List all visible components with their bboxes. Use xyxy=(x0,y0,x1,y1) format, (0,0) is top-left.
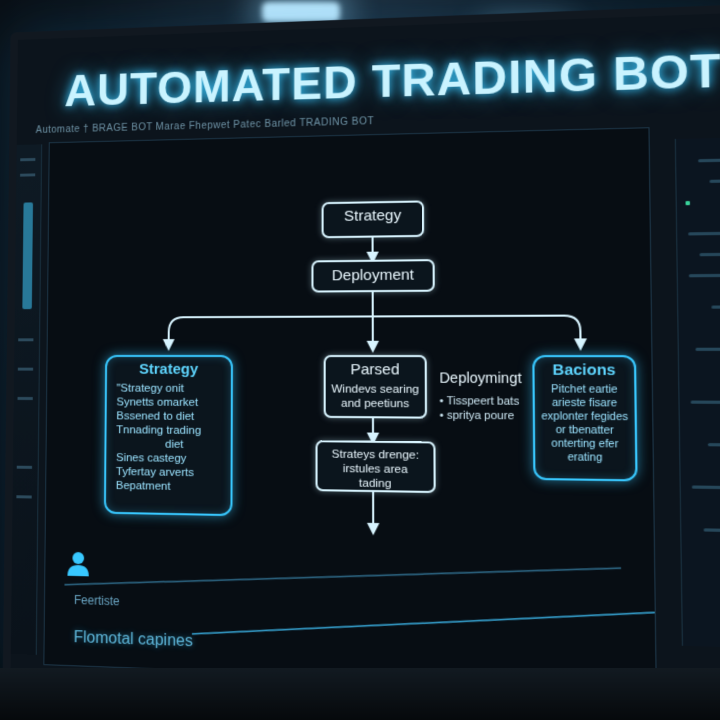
list-item: Pitchet eartie xyxy=(551,383,618,396)
actions-box[interactable]: Bacions Pitchet eartie arieste fisare ex… xyxy=(532,355,638,482)
connector-split-left xyxy=(169,316,373,345)
sidebar-tick xyxy=(17,367,34,371)
status-indicator xyxy=(685,201,690,206)
sidebar-scroll-indicator[interactable] xyxy=(22,202,34,310)
parsed-node-list: Windevs searing and peetiuns xyxy=(326,382,425,411)
menu-bar: Automate † BRAGE BOT Marae Fhepwet Patec… xyxy=(35,116,375,136)
strategy-node[interactable]: Strategy xyxy=(321,200,425,239)
deployment-list: • Tisspeert bats • spritya poure xyxy=(439,394,519,423)
flowchart-canvas: Strategy Deployment Strategy "Strategy o… xyxy=(43,127,656,688)
sidebar-tick xyxy=(16,495,32,499)
panel-line xyxy=(688,231,720,236)
sidebar-tick xyxy=(16,465,33,469)
sidebar-tick xyxy=(20,158,36,162)
ceiling-light-left xyxy=(262,2,340,22)
timeline-label: Feertiste xyxy=(73,592,120,609)
list-item: onterting efer xyxy=(551,437,619,451)
sidebar-tick xyxy=(20,173,36,177)
sidebar-tick xyxy=(17,396,33,401)
list-item: or tbenatter xyxy=(555,423,614,437)
list-item: Tnnading trading xyxy=(116,424,202,438)
left-sidebar xyxy=(10,144,43,655)
connector-split-right xyxy=(373,316,581,345)
list-item: erating xyxy=(567,451,603,465)
list-item: Sines castegy xyxy=(116,452,187,465)
deployment-label: Deploymingt xyxy=(439,369,522,387)
panel-line xyxy=(707,443,720,447)
panel-line xyxy=(711,305,720,309)
right-panel xyxy=(674,137,720,649)
strategy-detail-title: Strategy xyxy=(139,360,199,378)
panel-line xyxy=(691,485,720,490)
sidebar-tick xyxy=(18,338,34,342)
list-item: arieste fisare xyxy=(551,396,618,410)
list-item: Bepatment xyxy=(115,479,171,493)
list-item: • Tisspeert bats xyxy=(439,395,520,408)
actions-box-list: Pitchet eartie arieste fisare explonter … xyxy=(535,383,636,466)
user-icon[interactable] xyxy=(65,549,92,578)
list-item: "Strategy onit xyxy=(116,382,184,395)
list-item: Synetts omarket xyxy=(116,396,199,409)
panel-line xyxy=(695,347,720,351)
strategy-node-label: Strategy xyxy=(343,206,402,225)
actions-box-title: Bacions xyxy=(552,361,616,380)
strategy-detail-list: "Strategy onit Synetts omarket Bssened t… xyxy=(106,382,231,495)
monitor-screen: AUTOMATED TRADING BOT Automate † BRAGE B… xyxy=(3,4,720,712)
parsed-node[interactable]: Parsed Windevs searing and peetiuns xyxy=(323,355,428,419)
parsed-node-title: Parsed xyxy=(350,361,400,379)
strategy-change-node[interactable]: Strateys drenge: irstules area tading xyxy=(315,440,436,494)
list-item: diet xyxy=(165,438,184,451)
list-item: Windevs searing xyxy=(331,383,420,397)
panel-line xyxy=(709,179,720,183)
panel-line xyxy=(690,400,720,405)
deployment-node[interactable]: Deployment xyxy=(311,259,435,293)
strategy-change-list: Strateys drenge: irstules area tading xyxy=(318,447,434,492)
list-item: tading xyxy=(358,477,392,491)
panel-line xyxy=(699,252,720,257)
list-item: Bssened to diet xyxy=(116,410,195,423)
panel-line xyxy=(703,528,720,533)
list-item: • spritya poure xyxy=(439,409,515,423)
strategy-detail-box[interactable]: Strategy "Strategy onit Synetts omarket … xyxy=(103,354,233,517)
timeline-lower xyxy=(192,598,656,649)
timeline-upper xyxy=(64,555,621,600)
list-item: Strateys drenge: xyxy=(331,448,420,462)
desk-surface xyxy=(0,668,720,720)
panel-line xyxy=(688,273,720,278)
deployment-node-label: Deployment xyxy=(331,266,414,285)
app-title: AUTOMATED TRADING BOT xyxy=(64,43,720,116)
list-item: explonter fegides xyxy=(541,410,629,424)
panel-line xyxy=(698,158,720,163)
list-item: and peetiuns xyxy=(341,397,410,411)
